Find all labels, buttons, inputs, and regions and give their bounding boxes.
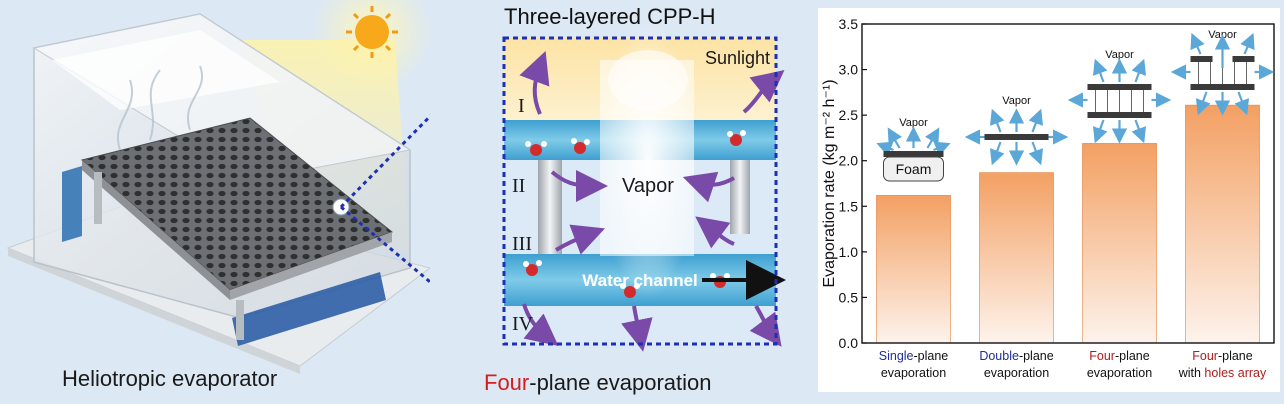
inset1-arrow-c <box>924 127 940 149</box>
inset3-arrow-a <box>1092 58 1108 83</box>
y-axis-label: Evaporation rate (kg m⁻² h⁻¹) <box>821 79 838 287</box>
cross-section-caption: Four-plane evaporation <box>484 370 712 396</box>
foam-label: Foam <box>896 161 932 177</box>
bar-3 <box>1082 143 1157 344</box>
y-tick-label-7: 3.5 <box>839 16 859 32</box>
plot-frame <box>861 23 1275 344</box>
inset1-arrow-d <box>876 141 894 157</box>
evaporator-caption: Heliotropic evaporator <box>62 366 278 391</box>
y-tick-label-1: 0.5 <box>839 289 859 305</box>
vapor-label-2: Vapor <box>1002 95 1031 107</box>
inset4-plate-bottom <box>1190 84 1255 90</box>
inset1-foam-box <box>883 156 944 182</box>
vapor-label-3: Vapor <box>1105 49 1134 61</box>
inset3-plate-top <box>1087 84 1152 90</box>
water-molecule-icons <box>523 130 746 298</box>
inset4-plate-top-right <box>1232 56 1255 62</box>
sunlight-label: Sunlight <box>705 48 770 68</box>
inset1-plate <box>883 151 944 157</box>
vapor-label-4: Vapor <box>1208 29 1237 41</box>
pillar-left <box>538 160 562 254</box>
bar-1 <box>876 195 951 344</box>
inset2-arrow-d <box>989 141 1005 166</box>
inset2-arrow-c <box>1028 108 1044 133</box>
layer-label-4: IV <box>512 313 534 335</box>
inset2-arrow-f <box>1028 141 1044 166</box>
inset3-arrow-f <box>1131 119 1147 144</box>
inset4-arrow-e <box>1234 91 1250 116</box>
vapor-flow-arrows <box>519 51 785 352</box>
evaporator-illustration <box>6 0 430 374</box>
water-channel-label: Water channel <box>582 271 698 290</box>
layer-label-2: II <box>512 175 525 197</box>
inset2-plate <box>984 134 1049 140</box>
inset1-arrow-a <box>887 127 903 149</box>
inset3-arrow-d <box>1092 119 1108 144</box>
cross-section-panel: Three-layered CPP-H <box>440 0 810 404</box>
sun-icon <box>346 6 398 58</box>
layer-label-3: III <box>512 233 532 255</box>
y-tick-label-4: 2.0 <box>839 153 859 169</box>
y-tick-label-5: 2.5 <box>839 107 859 123</box>
inset2-arrow-a <box>989 108 1005 133</box>
inset4-plate-top-left <box>1190 56 1213 62</box>
inset3-plate-bottom <box>1087 112 1152 118</box>
pillar-right <box>730 160 750 234</box>
vapor-label-1: Vapor <box>899 117 928 129</box>
caption-highlight: Four <box>484 370 530 395</box>
bar-2 <box>979 172 1054 344</box>
caption-rest: -plane evaporation <box>529 370 712 395</box>
y-tick-label-3: 1.5 <box>839 198 859 214</box>
y-tick-label-2: 1.0 <box>839 244 859 260</box>
vapor-label: Vapor <box>622 175 674 197</box>
zoom-line-bottom <box>340 205 430 284</box>
y-tick-label-0: 0.0 <box>839 335 859 351</box>
cross-section-diagram: Sunlight Vapor Water channel I II III IV <box>502 20 786 352</box>
inset4-arrow-c <box>1195 91 1211 116</box>
cross-section-frame <box>502 36 778 346</box>
layer-label-1: I <box>518 95 525 117</box>
evaporator-illustration-panel: Heliotropic evaporator <box>0 0 430 404</box>
y-tick-label-6: 3.0 <box>839 62 859 78</box>
bar-4 <box>1185 104 1260 344</box>
inset4-arrow-b <box>1240 32 1255 55</box>
inset1-arrow-e <box>933 141 951 157</box>
cross-section-title: Three-layered CPP-H <box>504 4 716 29</box>
inset3-arrow-c <box>1131 58 1147 83</box>
inset4-arrow-a <box>1190 32 1205 55</box>
